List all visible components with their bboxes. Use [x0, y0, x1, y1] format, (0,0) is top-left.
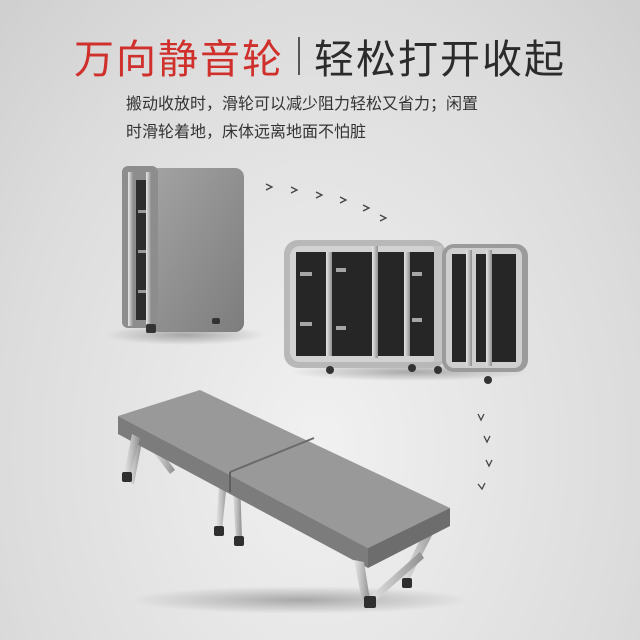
description: 搬动收放时，滑轮可以减少阻力轻松又省力；闲置 时滑轮着地，床体远离地面不怕脏: [126, 90, 546, 146]
headline-secondary: 轻松打开收起: [314, 37, 566, 83]
headline-primary: 万向静音轮: [74, 37, 284, 83]
description-line-1: 搬动收放时，滑轮可以减少阻力轻松又省力；闲置: [126, 94, 479, 113]
arrow-path-lower: [477, 413, 493, 491]
arrow-path-upper: [265, 183, 388, 222]
description-line-2: 时滑轮着地，床体远离地面不怕脏: [126, 122, 367, 141]
open-bed: [118, 390, 470, 614]
headline-divider: [298, 37, 300, 75]
headline: 万向静音轮 轻松打开收起: [0, 26, 640, 86]
folded-bed: [105, 166, 265, 345]
unfolding-bed: [284, 240, 530, 384]
